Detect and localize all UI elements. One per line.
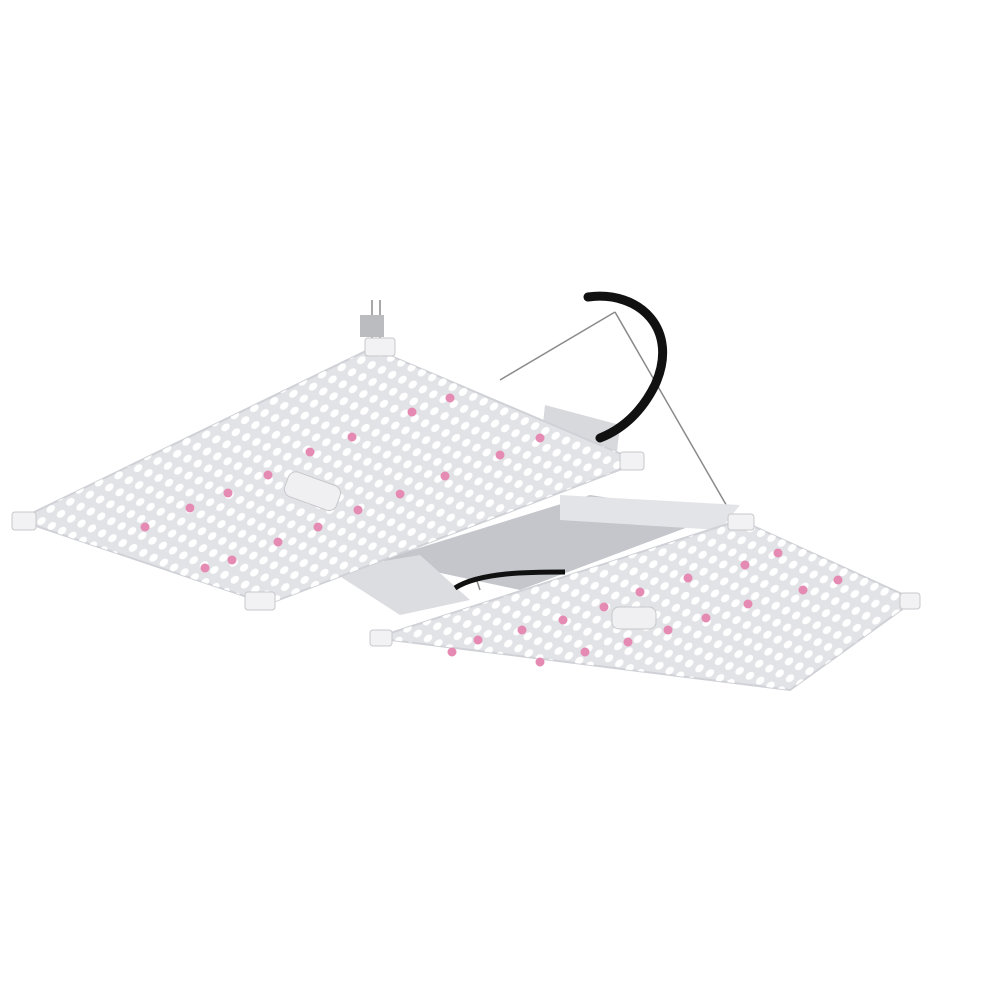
red-leds-left bbox=[140, 393, 545, 573]
red-led bbox=[535, 657, 545, 667]
red-led bbox=[558, 615, 568, 625]
red-led bbox=[227, 555, 237, 565]
corner-mount bbox=[11, 511, 37, 531]
red-led bbox=[273, 537, 283, 547]
red-led bbox=[313, 522, 323, 532]
red-led bbox=[440, 471, 450, 481]
red-led bbox=[140, 522, 150, 532]
corner-mount bbox=[727, 513, 755, 531]
red-led bbox=[683, 573, 693, 583]
red-led bbox=[353, 505, 363, 515]
red-led bbox=[263, 470, 273, 480]
red-led bbox=[740, 560, 750, 570]
corner-mount bbox=[369, 629, 393, 647]
red-led bbox=[200, 563, 210, 573]
red-led bbox=[495, 450, 505, 460]
red-led bbox=[635, 587, 645, 597]
red-led bbox=[185, 503, 195, 513]
red-led bbox=[223, 488, 233, 498]
red-led bbox=[701, 613, 711, 623]
red-led bbox=[407, 407, 417, 417]
power-cable bbox=[583, 291, 668, 443]
red-led bbox=[447, 647, 457, 657]
hanger-clip bbox=[360, 315, 384, 337]
corner-mount bbox=[619, 451, 645, 471]
red-led bbox=[580, 647, 590, 657]
red-led bbox=[305, 447, 315, 457]
corner-mount bbox=[364, 337, 396, 357]
red-led bbox=[445, 393, 455, 403]
red-led bbox=[517, 625, 527, 635]
corner-mount bbox=[899, 592, 921, 610]
red-led bbox=[623, 637, 633, 647]
red-led bbox=[798, 585, 808, 595]
red-led bbox=[663, 625, 673, 635]
red-led bbox=[395, 489, 405, 499]
power-cable-lower bbox=[453, 569, 566, 591]
center-bracket bbox=[283, 471, 342, 512]
red-led bbox=[473, 635, 483, 645]
red-led bbox=[599, 602, 609, 612]
red-led bbox=[743, 599, 753, 609]
red-led bbox=[347, 432, 357, 442]
red-led bbox=[833, 575, 843, 585]
red-leds-right bbox=[447, 548, 843, 667]
red-led bbox=[773, 548, 783, 558]
red-led bbox=[535, 433, 545, 443]
center-bracket bbox=[611, 606, 657, 630]
corner-mount bbox=[244, 591, 276, 611]
